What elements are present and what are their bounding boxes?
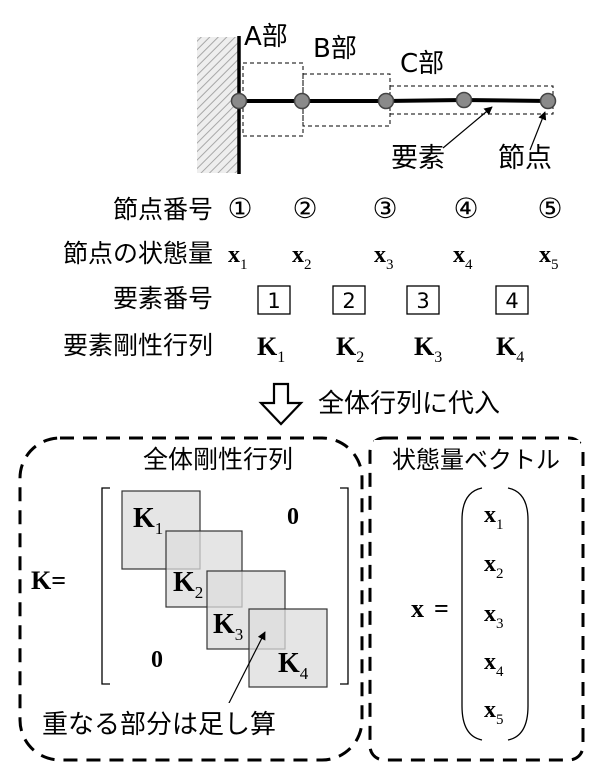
element-matrix-1: K1 — [257, 332, 285, 366]
node-5 — [539, 92, 557, 110]
matrix-zero-top: 0 — [287, 504, 299, 530]
matrix-left-bracket — [101, 487, 110, 685]
vector-entry-1: x1 — [484, 502, 504, 533]
element-number-2: 2 — [342, 289, 355, 313]
element-pointer-arrow — [442, 106, 493, 149]
state-var-3: x3 — [374, 242, 394, 273]
node-number-row: ① ② ③ ④ ⑤ — [227, 192, 562, 225]
vector-left-paren — [461, 487, 483, 741]
overlap-pointer-arrow — [227, 631, 266, 706]
vector-entry-3: x3 — [484, 601, 504, 632]
element-number-1: 1 — [267, 289, 280, 313]
vector-right-paren — [507, 487, 529, 741]
global-matrix-lhs: K= — [31, 566, 66, 595]
element-matrix-row: K1 K2 K3 K4 — [257, 332, 524, 366]
state-vector-title: 状態量ベクトル — [392, 446, 560, 474]
state-vector-title-bg — [374, 440, 580, 476]
part-b-label: B部 — [313, 34, 357, 64]
state-var-5: x5 — [539, 242, 559, 273]
node-pointer-arrow — [529, 111, 547, 151]
node-label: 節点 — [498, 143, 552, 174]
state-var-row: x1 x2 x3 x4 x5 — [228, 242, 559, 273]
element-number-4: 4 — [505, 289, 518, 313]
node-4 — [455, 91, 473, 109]
node-number-row-label: 節点番号 — [113, 195, 213, 224]
k3-label: K3 — [213, 609, 243, 644]
global-matrix-panel — [18, 436, 364, 762]
overlap-note-bg — [38, 703, 354, 741]
k4-block — [248, 608, 328, 688]
state-vector-panel — [368, 436, 585, 762]
overlap-note: 重なる部分は足し算 — [42, 710, 276, 740]
node-number-1: ① — [227, 192, 252, 225]
node-number-3: ③ — [372, 192, 397, 225]
state-var-4: x4 — [453, 242, 473, 273]
matrix-right-bracket — [340, 487, 349, 685]
node-1 — [230, 92, 248, 110]
state-row-label: 節点の状態量 — [63, 239, 213, 268]
element-number-box-2 — [332, 285, 366, 315]
node-2 — [293, 92, 311, 110]
element-matrix-4: K4 — [496, 332, 524, 366]
state-var-2: x2 — [292, 242, 312, 273]
k2-label: K2 — [173, 567, 203, 602]
assembly-arrow-icon — [258, 382, 304, 426]
element-number-3: 3 — [416, 289, 429, 313]
element-stiffness-row-label: 要素剛性行列 — [63, 331, 213, 360]
element-label: 要素 — [391, 143, 445, 174]
element-number-row-label: 要素番号 — [113, 284, 213, 313]
element-number-box-3 — [406, 285, 440, 315]
matrix-zero-bottom: 0 — [151, 647, 163, 673]
global-matrix-title: 全体剛性行列 — [143, 445, 293, 474]
state-var-1: x1 — [228, 242, 248, 273]
part-a-label: A部 — [244, 22, 288, 52]
assembly-label: 全体行列に代入 — [318, 389, 500, 419]
state-vector-equals: = — [434, 594, 449, 623]
node-3 — [377, 92, 395, 110]
element-number-row: 1 2 3 4 — [257, 285, 529, 315]
global-matrix-title-bg — [128, 440, 308, 476]
element-number-box-1 — [257, 285, 291, 315]
k4-label: K4 — [278, 648, 309, 683]
node-number-5: ⑤ — [537, 192, 562, 225]
k1-label: K1 — [133, 503, 163, 538]
state-vector-lhs: x — [411, 594, 424, 623]
vector-entry-4: x4 — [484, 649, 504, 680]
part-a-box — [242, 62, 304, 137]
part-c-label: C部 — [400, 49, 444, 79]
element-number-box-4 — [495, 285, 529, 315]
element-matrix-2: K2 — [336, 332, 364, 366]
node-number-2: ② — [292, 192, 317, 225]
vector-entry-2: x2 — [484, 551, 504, 582]
element-matrix-3: K3 — [414, 332, 442, 366]
vector-entry-5: x5 — [484, 697, 504, 728]
node-number-4: ④ — [453, 192, 478, 225]
